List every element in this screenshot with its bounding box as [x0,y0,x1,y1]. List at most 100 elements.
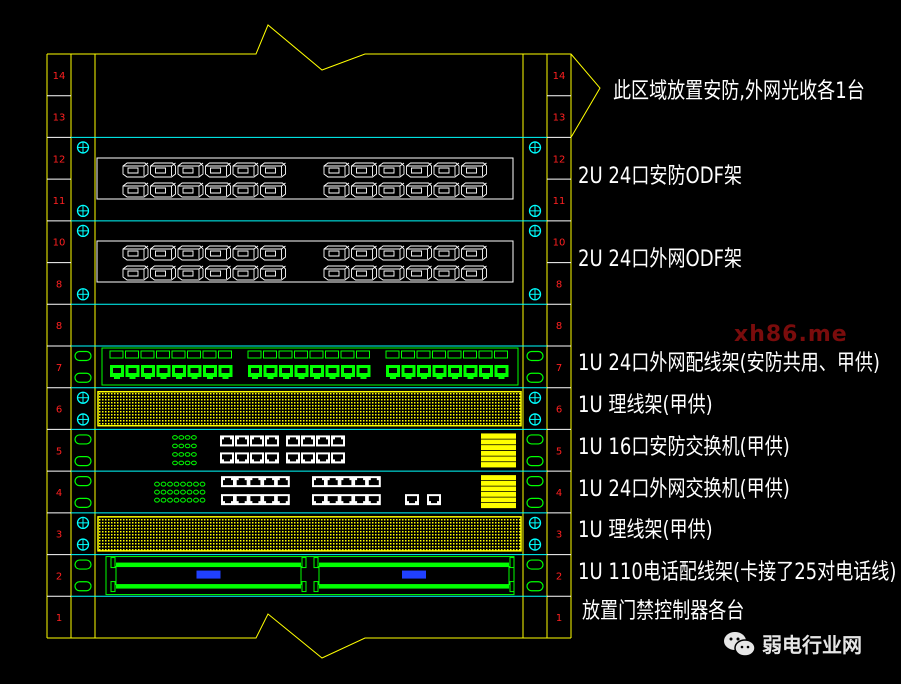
sc-adapter-icon [323,162,350,178]
switch-port-hole [264,496,275,504]
sc-adapter-icon [406,182,432,198]
switch-port-hole [237,454,247,462]
sc-adapter-icon [232,245,259,261]
label-switch-16: 1U 16口安防交换机(甲供) [578,435,790,460]
mount-slot-icon [74,372,92,383]
unit-number-right: 8 [556,279,562,290]
mount-slot-icon [526,434,544,445]
unit-number-right: 10 [553,238,566,249]
sc-adapter-icon [122,245,149,261]
sc-adapter-icon [323,182,350,198]
screw-icon [528,516,542,530]
rj45-jack-hole [313,368,321,373]
screw-icon [528,413,542,426]
panel-bracket [313,581,319,593]
unit-number-left: 3 [56,530,62,541]
switch-port-hole [333,454,343,462]
mount-slot-icon [74,434,92,445]
unit-number-right: 5 [556,446,562,457]
patch-panel [101,347,519,386]
switch-port-hole [237,437,247,445]
unit-number-right: 14 [553,71,566,82]
label-slot [478,350,493,359]
sc-adapter-icon [150,245,176,261]
rj45-jack-hole [497,368,506,373]
unit-number-left: 7 [56,363,62,374]
status-led [199,497,206,503]
status-led [186,481,193,487]
sc-adapter-icon [232,162,259,178]
rj45-jack-hole [251,368,259,373]
unit-number-left: 5 [56,446,62,457]
label-slot [125,350,139,359]
rj45-jack-hole [435,368,444,373]
switch-port-hole [314,478,324,486]
watermark-site: xh86.me [734,322,848,347]
screw-icon [528,141,542,154]
screw-icon [76,391,90,404]
switch-port-hole [355,496,366,504]
sc-adapter-icon [433,182,460,198]
label-slot [309,350,324,359]
label-slot [416,350,431,359]
sc-adapter-icon [378,265,405,281]
sc-adapter-icon [433,245,460,261]
switch-port-hole [236,478,247,486]
switch-port-hole [252,454,262,462]
rj45-jack-hole [190,368,199,373]
panel-bracket [313,557,319,569]
sc-adapter-icon [232,265,259,281]
status-led [191,435,197,440]
sc-adapter-icon [378,162,405,178]
rj45-jack-hole [159,368,168,373]
unit-number-left: 11 [53,196,66,207]
status-led [173,489,180,495]
status-led [167,489,173,495]
label-slot [187,350,201,359]
mount-slot-icon [526,559,544,570]
sc-adapter-icon [406,245,432,261]
switch-port-hole [355,478,366,486]
unit-number-left: 14 [53,71,66,82]
label-slot [356,350,370,359]
unit-number-right: 6 [556,405,562,416]
sc-adapter-icon [461,265,487,281]
switch-port-hole [341,478,352,486]
sc-adapter-icon [122,162,149,178]
block-label [402,570,426,579]
sc-adapter-icon [150,162,176,178]
switch-port-hole [222,437,232,445]
screw-icon [76,538,90,551]
status-led [199,489,206,495]
switch-port-hole [236,496,247,504]
rj45-jack-hole [404,368,413,373]
sc-adapter-icon [205,265,231,281]
status-led [154,497,160,503]
switch-port-hole [341,496,352,504]
sc-adapter-icon [260,265,286,281]
status-led [172,460,178,466]
unit-number-right: 2 [556,571,562,582]
rj45-jack-hole [175,368,183,373]
mount-slot-icon [526,476,544,487]
status-led [172,452,178,457]
wiring-block [318,566,510,586]
bottom-break-line [47,613,571,659]
mount-slot-icon [74,559,92,570]
sc-adapter-icon [150,265,176,281]
mount-slot-icon [74,497,92,508]
unit-number-left: 1 [56,613,62,624]
switch-port-hole [264,478,275,486]
label-slot [140,350,155,359]
switch-port-hole [368,478,379,486]
screw-icon [528,204,542,218]
screw-icon [528,391,542,404]
status-led [193,481,199,487]
panel-bracket [301,557,307,569]
rj45-jack-hole [206,368,214,373]
unit-number-left: 8 [56,321,62,332]
sc-adapter-icon [351,265,377,281]
unit-number-right: 7 [556,363,562,374]
switch-port-hole [333,437,343,445]
switch-port-hole [318,454,328,462]
